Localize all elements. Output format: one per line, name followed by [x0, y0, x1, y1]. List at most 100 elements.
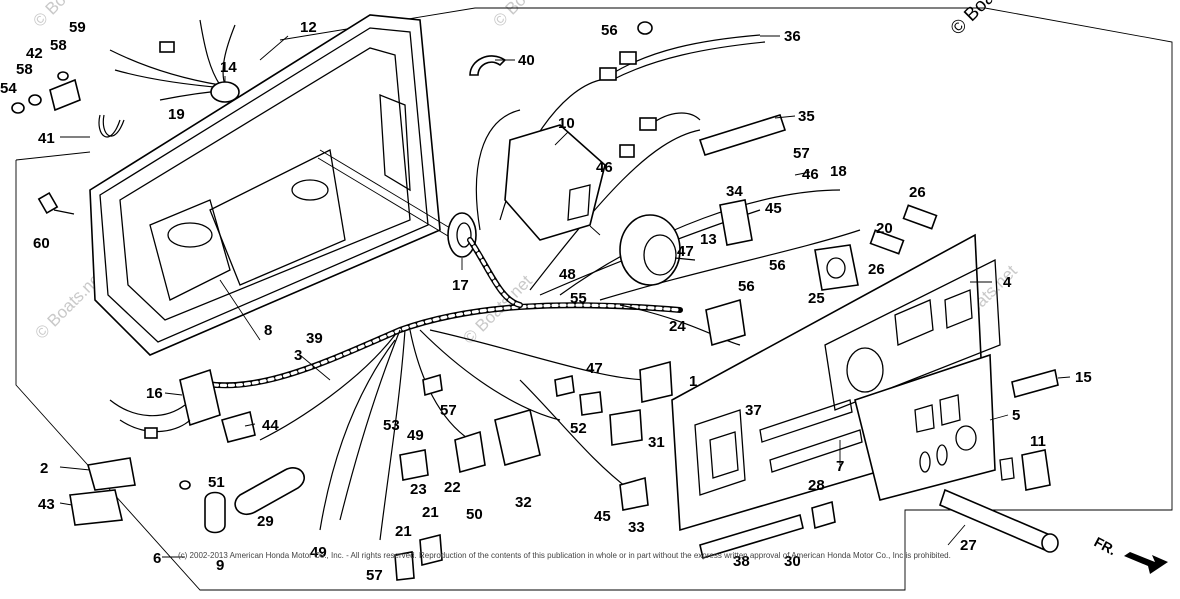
callout-7: 7 [836, 458, 844, 475]
sub-harness-36 [599, 21, 766, 81]
callout-4: 4 [1003, 274, 1012, 291]
callout-35: 35 [798, 108, 815, 125]
callout-15: 15 [1075, 369, 1092, 386]
sub-harness [109, 19, 240, 103]
callout-26b: 26 [868, 261, 885, 278]
callout-55: 55 [570, 290, 587, 307]
control-box-case [89, 14, 471, 356]
callout-11: 11 [1030, 433, 1046, 450]
callout-44: 44 [262, 417, 279, 434]
callout-57a: 57 [793, 145, 810, 162]
callout-23: 23 [410, 481, 427, 498]
callout-9: 9 [216, 557, 224, 574]
callout-57c: 57 [366, 567, 383, 584]
callout-49a: 49 [407, 427, 424, 444]
callout-21b: 21 [422, 504, 439, 521]
callout-14: 14 [220, 59, 237, 76]
main-wire-harness [187, 237, 683, 389]
callout-52: 52 [570, 420, 587, 437]
callout-13: 13 [700, 231, 717, 248]
callout-58a: 58 [50, 37, 67, 54]
callout-59: 59 [69, 19, 86, 36]
callout-26a: 26 [909, 184, 926, 201]
callout-56a: 56 [601, 22, 618, 39]
outlet [814, 244, 859, 291]
bolt [37, 191, 75, 215]
callout-41: 41 [38, 130, 55, 147]
callout-1: 1 [689, 373, 697, 390]
leader-lines [59, 35, 1071, 558]
hour-meter [619, 214, 696, 286]
ground-cable [98, 114, 125, 138]
callout-50: 50 [466, 506, 483, 523]
switch [719, 199, 753, 246]
callout-34: 34 [726, 183, 743, 200]
callout-30: 30 [784, 553, 801, 570]
relay [999, 449, 1051, 491]
watermark: © Boats.net [29, 0, 106, 31]
switch-24 [705, 298, 746, 347]
fr-label: FR. [1092, 534, 1119, 559]
panel-spacer [1011, 368, 1059, 399]
callout-12: 12 [300, 19, 317, 36]
callout-42: 42 [26, 45, 43, 62]
callout-8: 8 [264, 322, 272, 339]
callout-31: 31 [648, 434, 665, 451]
callout-46b: 46 [802, 166, 819, 183]
callout-18: 18 [830, 163, 847, 180]
callout-22: 22 [444, 479, 461, 496]
callout-29: 29 [257, 513, 274, 530]
callout-5: 5 [1012, 407, 1020, 424]
front-direction-marker: FR. [1092, 534, 1168, 574]
control-unit [504, 124, 606, 241]
callout-37: 37 [745, 402, 762, 419]
callout-39: 39 [306, 330, 323, 347]
callout-3: 3 [294, 347, 302, 364]
terminal-bracket [11, 71, 81, 114]
callout-17: 17 [452, 277, 469, 294]
callout-43: 43 [38, 496, 55, 513]
choke-rod [939, 488, 1059, 553]
callout-40: 40 [518, 52, 535, 69]
callout-20: 20 [876, 220, 893, 237]
grommet [447, 212, 477, 258]
callout-58b: 58 [16, 61, 33, 78]
lower-middle-parts [394, 360, 836, 581]
fuse-holder [869, 204, 938, 255]
callout-48: 48 [559, 266, 576, 283]
callout-38: 38 [733, 553, 750, 570]
callout-16: 16 [146, 385, 163, 402]
callout-19: 19 [168, 106, 185, 123]
callout-53: 53 [383, 417, 400, 434]
clamp [469, 55, 507, 76]
callout-32: 32 [515, 494, 532, 511]
sub-panel [854, 353, 996, 501]
callout-45a: 45 [765, 200, 782, 217]
watermark: © Boats.net [489, 0, 566, 31]
callout-24: 24 [669, 318, 686, 335]
callout-54: 54 [0, 80, 17, 97]
callout-28: 28 [808, 477, 825, 494]
callout-6: 6 [153, 550, 161, 567]
callout-49b: 49 [310, 544, 327, 561]
callout-47a: 47 [677, 243, 694, 260]
callout-labels: 1 2 3 4 5 6 7 8 9 10 11 12 13 14 15 16 1… [0, 19, 1092, 584]
callout-47b: 47 [586, 360, 603, 377]
sub-harness-35 [619, 112, 787, 158]
callout-21a: 21 [395, 523, 412, 540]
callout-10: 10 [558, 115, 575, 132]
callout-46a: 46 [596, 159, 613, 176]
callout-2: 2 [40, 460, 48, 477]
callout-56b: 56 [769, 257, 786, 274]
callout-56c: 56 [738, 278, 755, 295]
callout-36: 36 [784, 28, 801, 45]
callout-33: 33 [628, 519, 645, 536]
callout-45b: 45 [594, 508, 611, 525]
callout-57b: 57 [440, 402, 457, 419]
watermark: © Boats.net [947, 0, 1033, 40]
callout-27: 27 [960, 537, 977, 554]
callout-60: 60 [33, 235, 50, 252]
copyright-notice: (c) 2002-2013 American Honda Motor Co., … [178, 551, 951, 560]
